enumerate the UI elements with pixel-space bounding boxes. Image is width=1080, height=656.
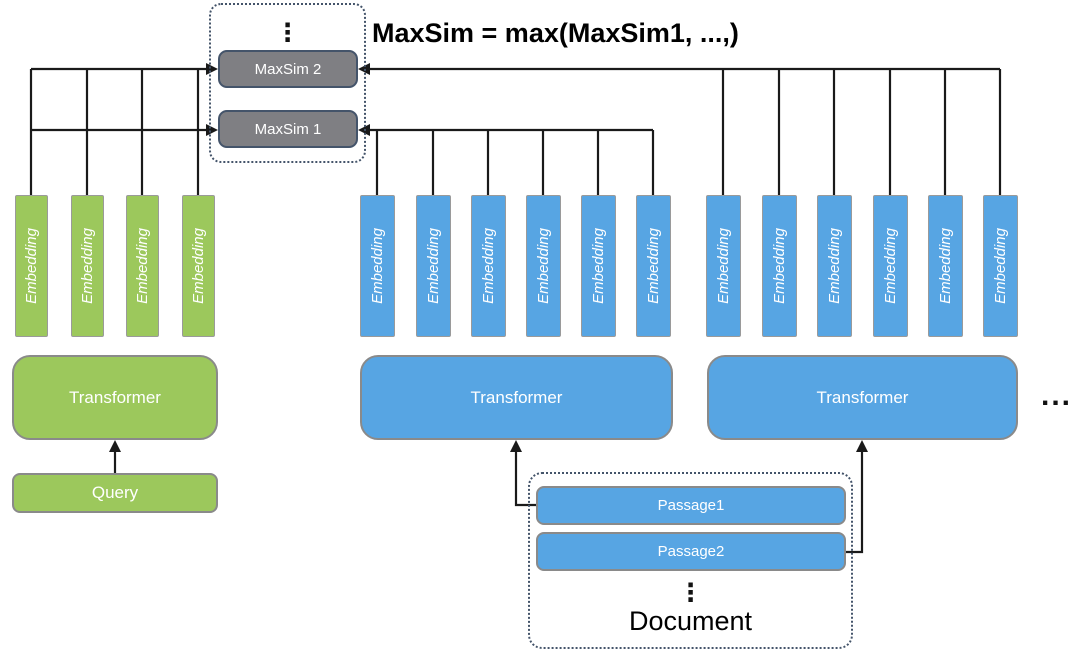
embedding-label: Embedding	[936, 228, 954, 304]
embedding-label: Embedding	[644, 228, 662, 304]
passage1-embedding-bar: Embedding	[635, 195, 671, 337]
document-label: Document	[628, 606, 753, 636]
passage2-transformer-label: Transformer	[816, 387, 909, 407]
embedding-label: Embedding	[133, 228, 151, 304]
passage2-transformer-box: Transformer	[707, 355, 1018, 440]
embedding-label: Embedding	[22, 228, 40, 304]
query-embedding-bar: Embedding	[181, 195, 215, 337]
query-transformer-box: Transformer	[12, 355, 218, 440]
embedding-label: Embedding	[189, 228, 207, 304]
embedding-label: Embedding	[825, 228, 843, 304]
document-ellipsis: ⋮	[678, 579, 703, 607]
embedding-label: Embedding	[479, 228, 497, 304]
maxsim-formula: MaxSim = max(MaxSim1, ...,)	[372, 18, 739, 48]
query-embedding-bar: Embedding	[14, 195, 48, 337]
document-panel	[528, 472, 853, 649]
maxsim-2-label: MaxSim 2	[254, 60, 322, 78]
embedding-label: Embedding	[714, 228, 732, 304]
embedding-label: Embedding	[78, 228, 96, 304]
passage2-box: Passage2	[536, 532, 846, 571]
query-embedding-bar: Embedding	[70, 195, 104, 337]
passage2-embedding-bar: Embedding	[927, 195, 963, 337]
embedding-label: Embedding	[424, 228, 442, 304]
passage2-embedding-bar: Embedding	[705, 195, 741, 337]
embedding-label: Embedding	[881, 228, 899, 304]
passage2-embedding-bar: Embedding	[816, 195, 852, 337]
embedding-label: Embedding	[770, 228, 788, 304]
passage2-label: Passage2	[657, 543, 725, 560]
passage1-embedding-bar: Embedding	[580, 195, 616, 337]
passage1-embedding-bar: Embedding	[525, 195, 561, 337]
maxsim-ellipsis: ⋮	[275, 19, 300, 47]
passage1-label: Passage1	[657, 497, 725, 514]
query-embedding-bar: Embedding	[125, 195, 159, 337]
passage2-embedding-bar: Embedding	[761, 195, 797, 337]
more-transformers-indicator: ...	[1041, 379, 1073, 412]
query-label: Query	[91, 483, 139, 502]
embedding-label: Embedding	[589, 228, 607, 304]
embedding-label: Embedding	[368, 228, 386, 304]
embedding-label: Embedding	[991, 228, 1009, 304]
maxsim-2-box: MaxSim 2	[218, 50, 358, 88]
passage2-embedding-bar: Embedding	[982, 195, 1018, 337]
query-box: Query	[12, 473, 218, 513]
passage1-transformer-box: Transformer	[360, 355, 673, 440]
passage1-embedding-bar: Embedding	[415, 195, 451, 337]
maxsim-panel	[209, 3, 366, 163]
maxsim-1-label: MaxSim 1	[254, 120, 322, 138]
query-transformer-label: Transformer	[69, 387, 161, 407]
passage1-transformer-label: Transformer	[470, 387, 563, 407]
embedding-label: Embedding	[534, 228, 552, 304]
passage1-box: Passage1	[536, 486, 846, 525]
passage2-embedding-bar: Embedding	[872, 195, 908, 337]
passage1-embedding-bar: Embedding	[359, 195, 395, 337]
passage1-embedding-bar: Embedding	[470, 195, 506, 337]
maxsim-1-box: MaxSim 1	[218, 110, 358, 148]
